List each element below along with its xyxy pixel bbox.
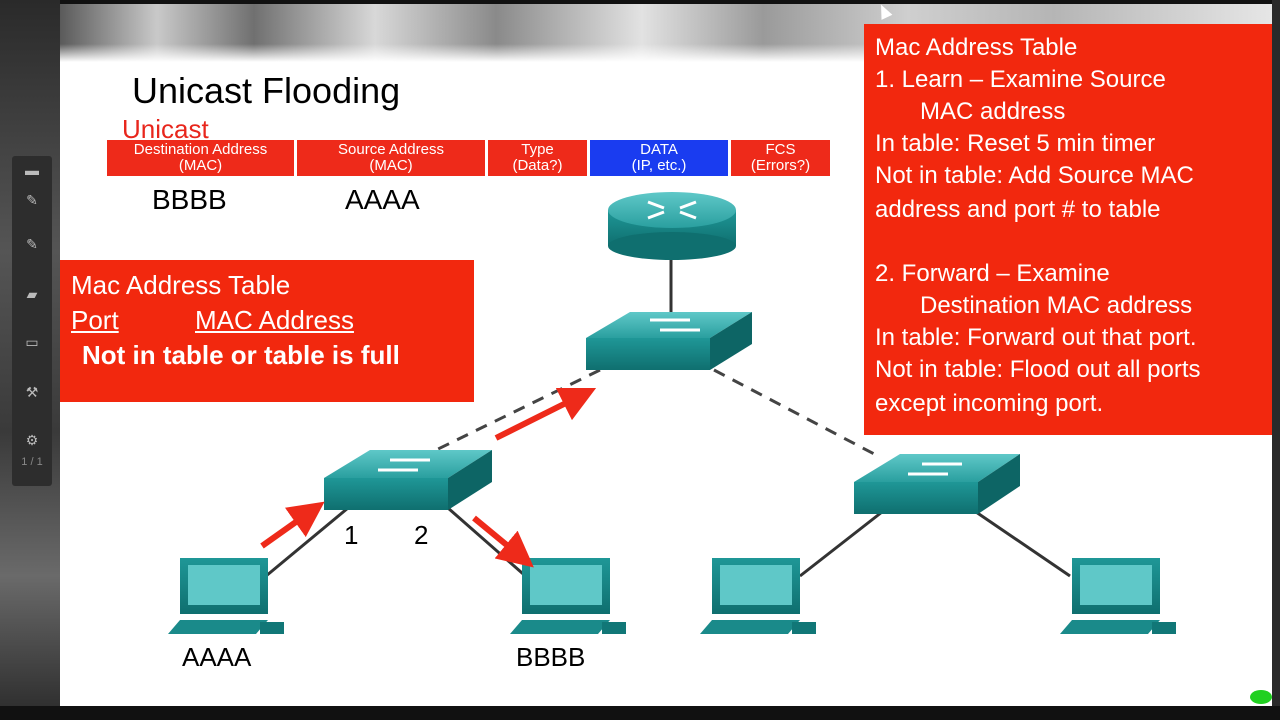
frame-field-source: Source Address (MAC) <box>297 140 485 176</box>
slide-title: Unicast Flooding <box>132 70 401 111</box>
network-diagram <box>168 192 1176 634</box>
frame-field-type: Type (Data?) <box>488 140 587 176</box>
frame-field-line2: (IP, etc.) <box>631 157 687 174</box>
frame-field-fcs: FCS (Errors?) <box>731 140 830 176</box>
mac-table-heading: Mac Address Table <box>71 270 291 300</box>
mac-table-box: Mac Address Table Port MAC Address Not i… <box>60 260 474 402</box>
pen-icon[interactable]: ✎ <box>26 192 38 208</box>
frame-field-data: DATA (IP, etc.) <box>590 140 728 176</box>
mac-table-col-mac: MAC Address <box>195 305 354 335</box>
frame-field-line1: Source Address <box>338 141 444 158</box>
highlighter-icon[interactable]: ✎ <box>26 236 38 252</box>
explanation-line: Mac Address Table <box>875 34 1078 61</box>
arrow-icon <box>494 387 597 441</box>
frame-field-line2: (MAC) <box>178 157 223 174</box>
frame-field-line1: Destination Address <box>133 141 268 158</box>
eraser-icon[interactable]: ▰ <box>26 286 38 302</box>
frame-field-line2: (MAC) <box>369 157 413 174</box>
slide-top-border <box>60 0 1272 4</box>
switch-icon <box>324 450 492 510</box>
bottom-bar <box>0 706 1280 720</box>
pc-icon <box>510 558 626 634</box>
explanation-line: In table: Reset 5 min timer <box>875 130 1156 157</box>
explanation-line: MAC address <box>920 98 1066 125</box>
explanation-line: Not in table: Flood out all ports <box>875 356 1201 383</box>
link-port-1 <box>265 506 349 578</box>
hammer-icon[interactable]: ⚒ <box>25 384 39 400</box>
explanation-line: Destination MAC address <box>920 292 1193 319</box>
mac-table-col-port: Port <box>71 305 119 335</box>
explanation-line: 1. Learn – Examine Source <box>875 66 1166 93</box>
explanation-line: Not in table: Add Source MAC <box>875 162 1194 189</box>
arrow-icon <box>260 501 325 549</box>
explanation-line: In table: Forward out that port. <box>875 324 1197 351</box>
mac-table-status: Not in table or table is full <box>82 340 400 370</box>
explanation-line: except incoming port. <box>875 390 1104 417</box>
router-icon <box>608 192 736 260</box>
link-right-host-2 <box>975 510 1071 578</box>
frame-source-value: AAAA <box>345 184 420 215</box>
frame-field-destination: Destination Address (MAC) <box>107 140 294 176</box>
switch-icon <box>586 312 752 370</box>
link-port-2 <box>447 506 531 582</box>
host-label-aaaa: AAAA <box>182 642 252 672</box>
slide-subtitle: Unicast <box>122 114 209 144</box>
screen-icon[interactable]: ▭ <box>25 334 39 350</box>
explanation-line: address and port # to table <box>875 196 1161 223</box>
frame-destination-value: BBBB <box>152 184 227 215</box>
port-label-1: 1 <box>344 520 359 550</box>
host-label-bbbb: BBBB <box>516 642 586 672</box>
status-indicator-icon <box>1250 690 1272 704</box>
link-right-host-1 <box>799 510 883 578</box>
slide: Unicast Flooding Unicast Destination Add… <box>60 0 1272 706</box>
explanation-line: 2. Forward – Examine <box>875 260 1110 287</box>
frame-field-line2: (Data?) <box>512 157 563 174</box>
explanation-box: Mac Address Table 1. Learn – Examine Sou… <box>864 24 1272 435</box>
gear-icon[interactable]: ⚙ <box>25 432 39 448</box>
frame-field-line2: (Errors?) <box>750 157 811 174</box>
switch-icon <box>854 454 1020 514</box>
pc-icon <box>700 558 816 634</box>
drawing-toolbar: ▬ ✎ ✎ ▰ ▭ ⚒ ⚙ 1 / 1 <box>12 156 52 486</box>
trunk-link-right <box>713 368 879 458</box>
minimize-icon[interactable]: ▬ <box>25 162 39 178</box>
frame-field-line1: Type <box>521 141 554 158</box>
pc-icon <box>1060 558 1176 634</box>
frame-field-line1: FCS <box>765 141 796 158</box>
pc-icon <box>168 558 284 634</box>
trunk-link-left <box>431 368 601 454</box>
frame-field-line1: DATA <box>640 141 678 158</box>
port-label-2: 2 <box>414 520 429 550</box>
background-right <box>1272 0 1280 720</box>
arrow-icon <box>472 515 534 568</box>
page-indicator: 1 / 1 <box>21 456 43 468</box>
